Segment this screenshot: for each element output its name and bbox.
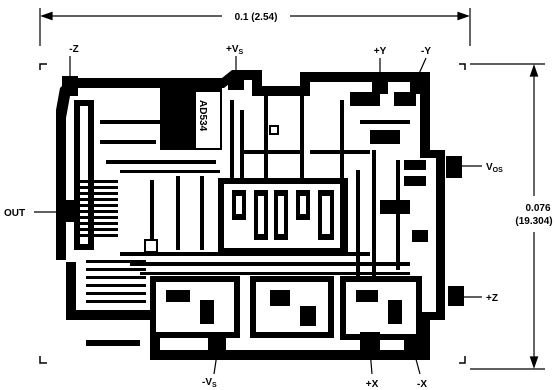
pad-minus-x (404, 336, 422, 352)
pad-minus-y (410, 76, 426, 94)
die-corner-marks (39, 63, 466, 364)
pad-minus-vs (208, 338, 226, 354)
width-label: 0.1 (2.54) (235, 12, 278, 23)
pad-vos (446, 156, 462, 178)
bond-pads (60, 74, 464, 354)
pad-label-minus-vs: -VS (202, 377, 217, 389)
pad-plus-y (372, 76, 388, 94)
die-marking: AD534 (197, 100, 208, 132)
pad-label-plus-y: +Y (374, 46, 387, 57)
pad-leaders (34, 56, 482, 375)
pad-label-minus-y: -Y (421, 46, 431, 57)
height-dimension (470, 63, 545, 370)
pad-minus-z (62, 76, 78, 96)
height-label-line1: 0.076 (525, 203, 550, 214)
pad-plus-z (448, 286, 464, 306)
pad-label-plus-z: +Z (486, 293, 498, 304)
pad-plus-vs (228, 74, 244, 90)
die-metal-layer (56, 70, 445, 360)
pad-label-minus-x: -X (417, 379, 427, 390)
alignment-mark (269, 125, 279, 135)
pad-plus-x (360, 332, 380, 350)
pad-label-out: OUT (4, 208, 25, 219)
pad-label-minus-z: -Z (69, 44, 78, 55)
pad-label-vos: VOS (486, 162, 503, 174)
width-dimension (39, 8, 471, 46)
pad-out (60, 200, 76, 222)
test-mark (144, 239, 158, 253)
pad-label-plus-x: +X (366, 379, 379, 390)
height-label-line2: (19.304) (515, 216, 552, 227)
pad-label-plus-vs: +VS (226, 44, 244, 56)
